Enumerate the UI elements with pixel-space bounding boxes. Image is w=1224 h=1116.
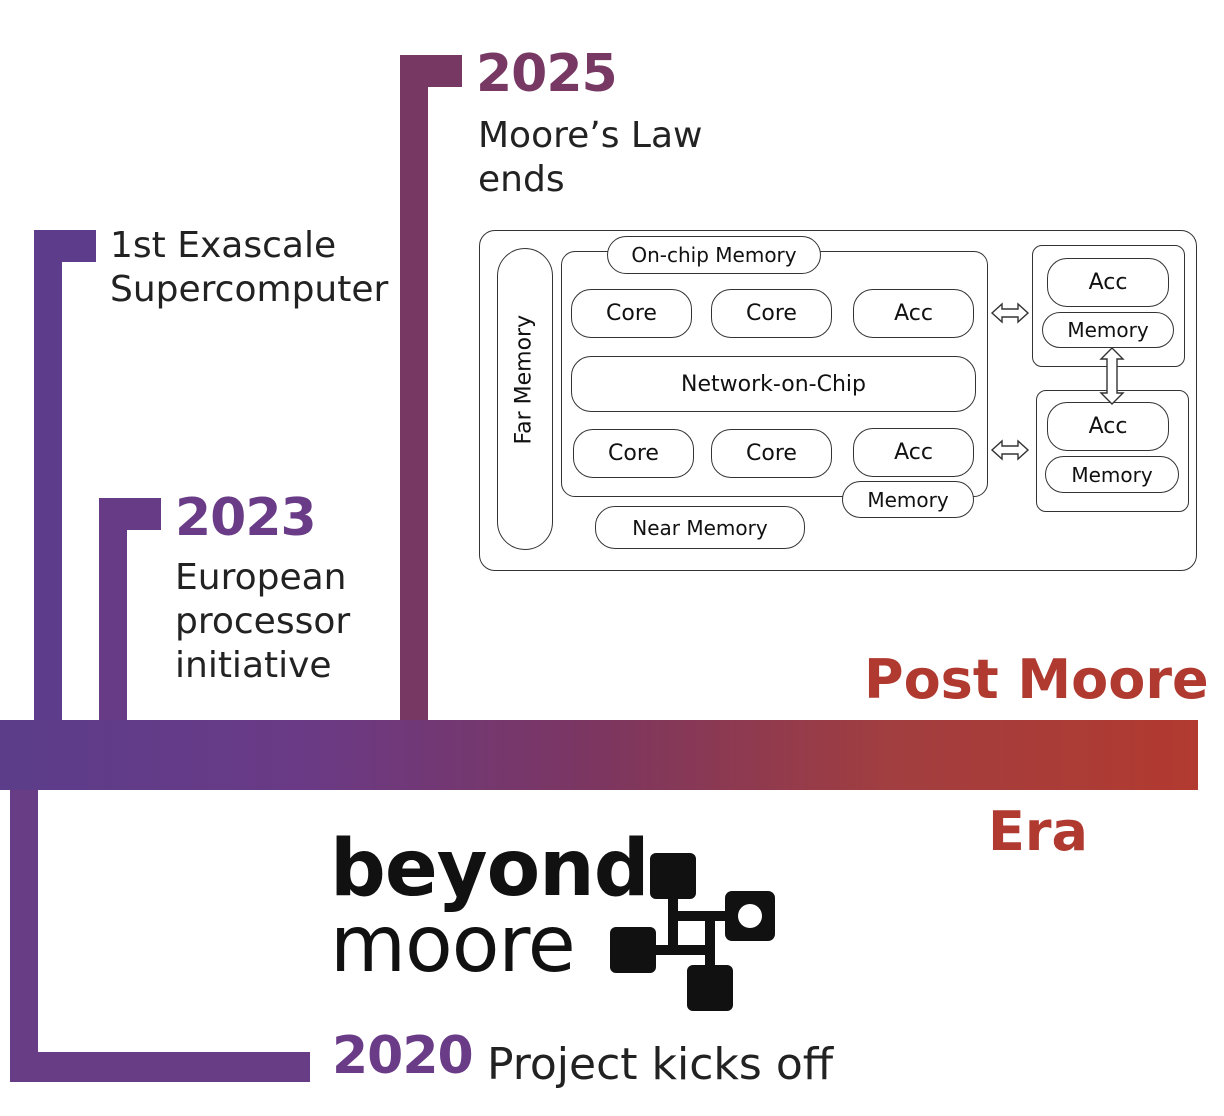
core-1: Core [571, 289, 692, 338]
arrow-acc-unit-1-to-acc-unit-2 [1099, 347, 1125, 405]
connector-2025-horizontal [400, 55, 462, 87]
chip-memory: Memory [842, 481, 974, 518]
logo-network-icon [610, 853, 775, 1011]
connector-2023-horizontal [99, 498, 161, 530]
arrow-chip-to-acc-unit-1 [990, 302, 1030, 324]
connector-2023-vertical [99, 498, 127, 720]
timeline-bar [0, 720, 1198, 790]
milestone-2020-year: 2020 [332, 1026, 474, 1086]
core-2: Core [711, 289, 832, 338]
accelerator-1: Acc [853, 289, 974, 338]
connector-exascale-horizontal [34, 230, 96, 262]
milestone-2023-line1: European [175, 557, 347, 598]
milestone-2023-year: 2023 [175, 488, 317, 548]
logo-word-moore: moore [330, 900, 576, 990]
acc-unit-2-acc: Acc [1047, 402, 1169, 451]
era-label-post-moore: Post Moore [864, 648, 1209, 711]
core-3: Core [573, 429, 694, 478]
acc-unit-2-memory: Memory [1045, 456, 1179, 493]
milestone-exascale-line1: 1st Exascale [110, 225, 337, 266]
connector-2020-vertical [10, 790, 38, 1082]
milestone-2025-year: 2025 [476, 44, 618, 104]
milestone-exascale-line2: Supercomputer [110, 269, 389, 310]
connector-2020-horizontal [10, 1052, 310, 1082]
on-chip-memory-label: On-chip Memory [607, 236, 821, 274]
milestone-2025-text: Moore’s Law ends [478, 114, 702, 202]
network-on-chip: Network-on-Chip [571, 356, 976, 412]
acc-unit-1-acc: Acc [1047, 258, 1169, 307]
milestone-2020-text: Project kicks off [487, 1039, 834, 1090]
near-memory: Near Memory [595, 506, 805, 549]
arrow-chip-to-acc-unit-2 [990, 439, 1030, 461]
connector-2025-vertical [400, 55, 428, 720]
far-memory-block [497, 248, 553, 550]
era-label-era: Era [988, 800, 1088, 863]
milestone-2025-line1: Moore’s Law [478, 115, 703, 156]
connector-exascale-vertical [34, 230, 62, 720]
core-4: Core [711, 429, 832, 478]
milestone-2023-text: European processor initiative [175, 556, 350, 688]
logo-word-beyond: beyond [330, 824, 650, 914]
milestone-2023-line2: processor [175, 601, 351, 642]
milestone-2023-line3: initiative [175, 645, 332, 686]
acc-unit-1-memory: Memory [1042, 312, 1174, 348]
accelerator-2: Acc [853, 428, 974, 477]
far-memory-label: Far Memory [511, 314, 537, 445]
milestone-2025-line2: ends [478, 159, 565, 200]
milestone-exascale-text: 1st Exascale Supercomputer [110, 224, 388, 312]
